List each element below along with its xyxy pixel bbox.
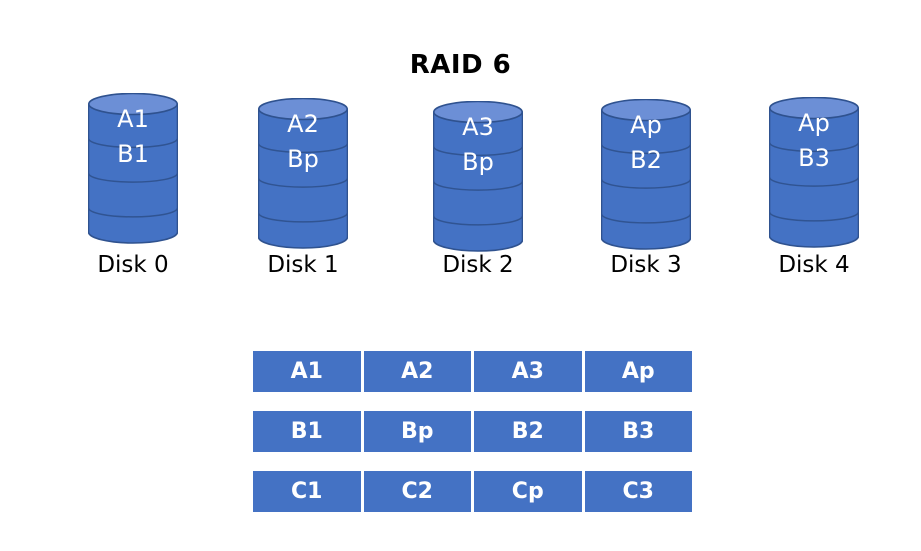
disk-block-label: A1 [117,105,149,134]
page-title: RAID 6 [409,50,512,80]
disk-cylinder-shape [87,92,179,262]
disk-block-label: Bp [462,148,494,177]
disk-block-label: B3 [798,144,830,173]
stripe-cell: A1 [253,351,361,392]
stripe-cell: B2 [474,411,582,452]
stripe-cell: A3 [474,351,582,392]
stripe-cell: B1 [253,411,361,452]
disk-cylinder-shape [768,96,860,266]
disk-block-label: B1 [117,140,149,169]
stripe-cell: Ap [584,351,692,392]
disk-block-label: A2 [287,110,319,139]
disk-block-label: A3 [462,113,494,142]
disk-caption: Disk 4 [778,252,850,278]
disk-block-label: Ap [630,111,662,140]
stripe-cell: B3 [584,411,692,452]
disk-block-label: Ap [798,109,830,138]
stripe-cell: C1 [253,471,361,512]
disk-cylinder-shape [257,97,349,267]
disk-cylinder-shape [432,100,524,270]
stripe-cell: Cp [474,471,582,512]
disk-block-label: B2 [630,146,662,175]
disk-caption: Disk 2 [442,252,514,278]
disk-block-label: Bp [287,145,319,174]
disk-caption: Disk 1 [267,252,339,278]
stripe-cell: C2 [363,471,471,512]
disk-caption: Disk 3 [610,252,682,278]
stripe-cell: C3 [584,471,692,512]
disk-caption: Disk 0 [97,252,169,278]
stripe-cell: Bp [363,411,471,452]
disk-cylinder-shape [600,98,692,268]
stripe-cell: A2 [363,351,471,392]
